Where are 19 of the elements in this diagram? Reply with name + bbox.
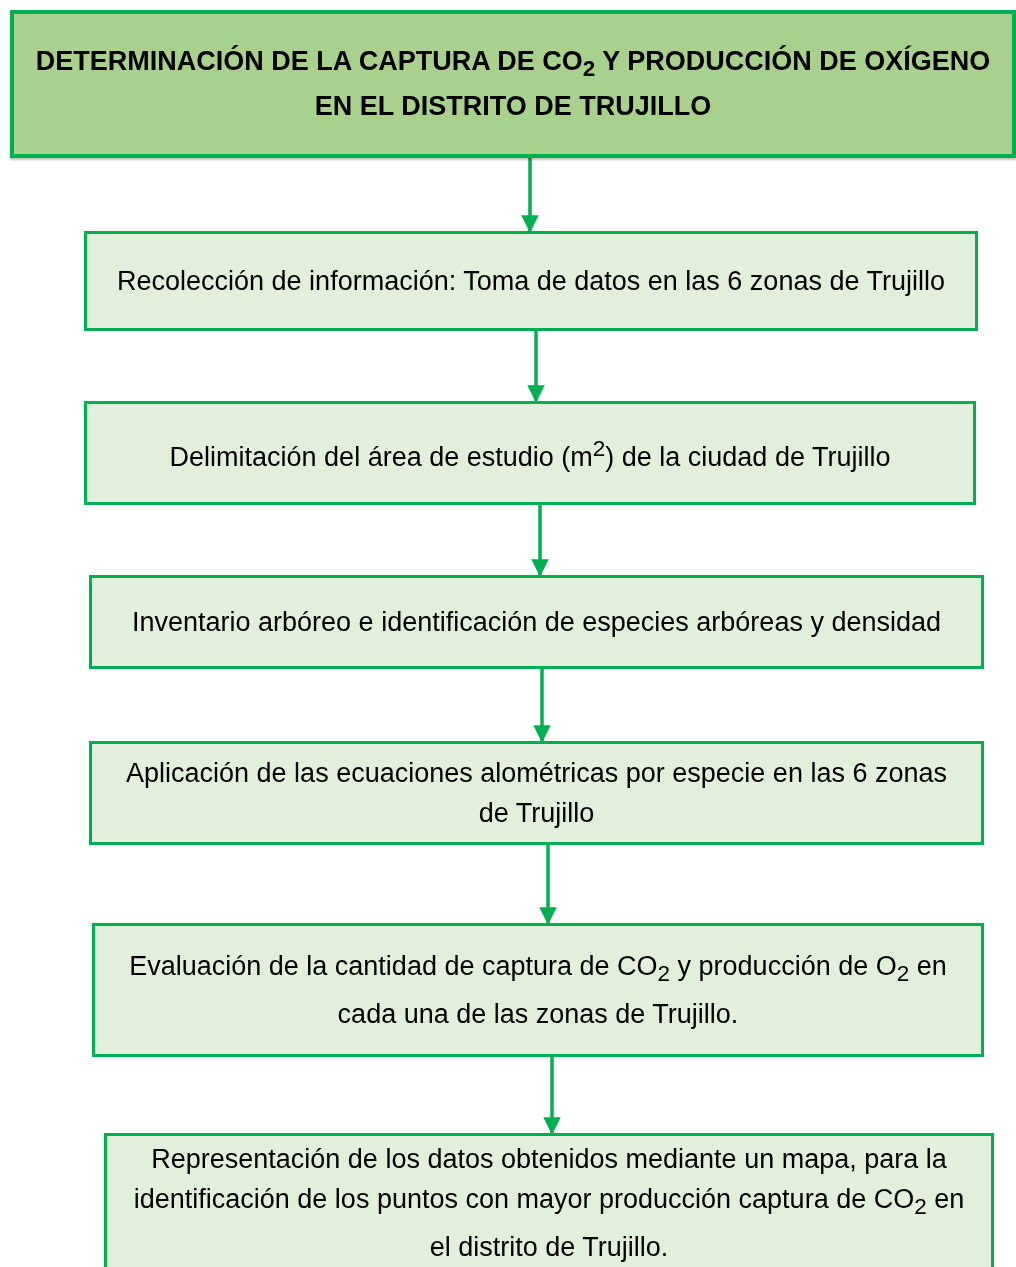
title-text: DETERMINACIÓN DE LA CAPTURA DE CO$_{2}$ Y PRODUCCIÓN DE OXÍGENO EN EL DISTRITO DE TRUJILLO <box>34 44 992 123</box>
arrow <box>527 331 545 403</box>
arrow <box>543 1057 561 1135</box>
process-box <box>92 923 984 1057</box>
arrow <box>533 669 551 743</box>
process-box <box>89 575 984 669</box>
arrow <box>539 845 557 925</box>
step-text: Inventario arbóreo e identificación de especies arbóreas y densidad <box>132 606 941 639</box>
title-box <box>10 10 1016 158</box>
arrow <box>521 158 539 233</box>
step-text: Aplicación de las ecuaciones alométricas por especie en las 6 zonas de Trujillo <box>125 757 948 830</box>
process-box <box>89 741 984 845</box>
step-text: Recolección de información: Toma de datos en las 6 zonas de Trujillo <box>117 265 945 298</box>
step-text: Evaluación de la cantidad de captura de CO$_{2}$ y producción de O$_{2}$ en cada una de las zonas de Trujillo. <box>128 949 948 1032</box>
step-text: Representación de los datos obtenidos mediante un mapa, para la identificación de los puntos con mayor producción captura de CO$_{2}$ en el distrito de Trujillo. <box>132 1142 966 1265</box>
arrow <box>531 505 549 577</box>
process-box <box>84 401 976 505</box>
process-box <box>84 231 978 331</box>
step-text: Delimitación del área de estudio (m$^{2}$) de la ciudad de Trujillo <box>169 435 891 474</box>
